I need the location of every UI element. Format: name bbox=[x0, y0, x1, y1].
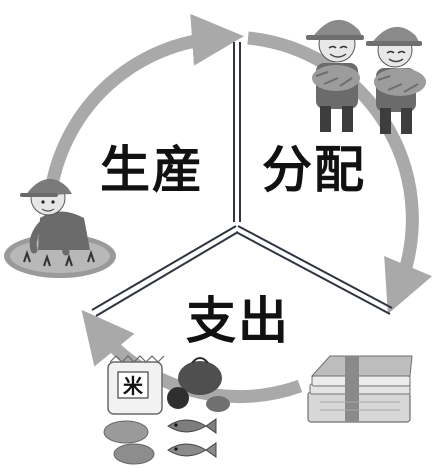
farmers-holding-harvest-illustration bbox=[306, 19, 426, 134]
divider-left-b bbox=[95, 231, 239, 317]
segment-label-expenditure: 支出 bbox=[186, 292, 290, 350]
divider-left bbox=[91, 225, 237, 311]
money-stack-illustration bbox=[307, 355, 413, 423]
segment-label-distribution: 分配 bbox=[262, 141, 366, 199]
farmer-planting-illustration bbox=[4, 178, 116, 278]
divider-right bbox=[237, 225, 393, 309]
segment-label-production: 生産 bbox=[100, 141, 204, 199]
rice-bag-mark: 米 bbox=[123, 374, 144, 398]
divider-right-b bbox=[235, 231, 391, 315]
rice-bag-vegetables-fish-illustration: 米 bbox=[103, 355, 230, 465]
arrow-production-to-distribution bbox=[45, 13, 244, 187]
segment-dividers bbox=[91, 42, 393, 317]
